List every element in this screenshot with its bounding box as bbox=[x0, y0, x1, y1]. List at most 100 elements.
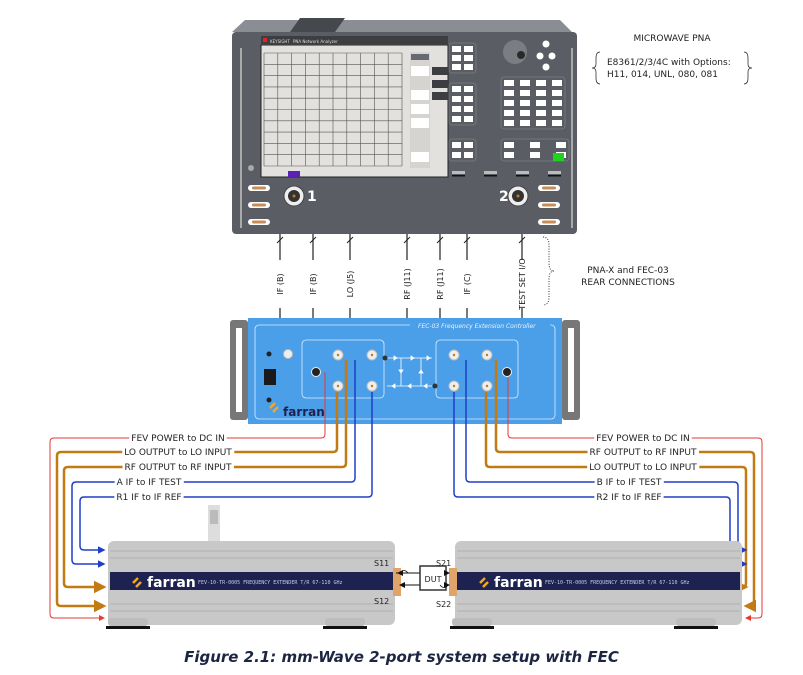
pna-key[interactable] bbox=[464, 46, 473, 52]
pna-key[interactable] bbox=[530, 142, 540, 148]
pna-key[interactable] bbox=[504, 110, 514, 116]
pna-key[interactable] bbox=[452, 46, 461, 52]
cable-left-2 bbox=[62, 360, 348, 594]
pna-key[interactable] bbox=[452, 106, 461, 112]
loop-link bbox=[252, 220, 266, 224]
pna-key[interactable] bbox=[520, 110, 530, 116]
rear-label-4: RF (J11) bbox=[436, 268, 445, 299]
loop-link bbox=[542, 203, 556, 207]
pna-key[interactable] bbox=[536, 120, 546, 126]
pna-key[interactable] bbox=[452, 86, 461, 92]
pna-keypad[interactable] bbox=[448, 42, 570, 177]
pna-key[interactable] bbox=[504, 80, 514, 86]
right-cable-label-4: R2 IF to IF REF bbox=[596, 493, 661, 503]
pna-key[interactable] bbox=[452, 152, 461, 158]
fec-controller: FEC-03 Frequency Extension Controller fa… bbox=[230, 318, 580, 424]
pna-key[interactable] bbox=[504, 152, 514, 158]
softkey-bar bbox=[484, 175, 497, 177]
pna-key[interactable] bbox=[536, 100, 546, 106]
softkey[interactable] bbox=[452, 171, 465, 174]
pna-key[interactable] bbox=[520, 100, 530, 106]
pna-key[interactable] bbox=[464, 86, 473, 92]
fec-connector-pin bbox=[452, 384, 456, 388]
pna-key[interactable] bbox=[520, 90, 530, 96]
keysight-logo-icon bbox=[263, 38, 267, 42]
s22-label: S22 bbox=[436, 600, 451, 609]
rear-label-bg bbox=[517, 260, 527, 308]
softkey[interactable] bbox=[548, 171, 561, 174]
pna-key[interactable] bbox=[464, 64, 473, 70]
fec-connector-pin bbox=[370, 353, 374, 357]
pna-key[interactable] bbox=[452, 116, 461, 122]
arrow-keys[interactable] bbox=[536, 40, 556, 71]
right-cable-label-1: RF OUTPUT to RF INPUT bbox=[590, 448, 697, 458]
dut-label: DUT bbox=[425, 575, 442, 584]
right-cable-label-0: FEV POWER to DC IN bbox=[596, 434, 689, 444]
pna-key[interactable] bbox=[504, 120, 514, 126]
fec-title: FEC-03 Frequency Extension Controller bbox=[418, 323, 536, 330]
left-cable-label-3: A IF to IF TEST bbox=[117, 478, 182, 488]
pna-key[interactable] bbox=[452, 55, 461, 61]
extender-right-model: FEV-10-TR-0005 FREQUENCY EXTENDER T/R 67… bbox=[545, 580, 690, 586]
extender-right-waveguide bbox=[449, 568, 457, 596]
figure-caption: Figure 2.1: mm-Wave 2-port system setup … bbox=[184, 648, 619, 666]
fec-connector-pin bbox=[336, 353, 340, 357]
pna-key[interactable] bbox=[552, 100, 562, 106]
softkey[interactable] bbox=[484, 171, 497, 174]
pna-key[interactable] bbox=[464, 116, 473, 122]
rear-line-tick bbox=[518, 236, 526, 244]
key-cluster bbox=[500, 76, 566, 130]
pna-key[interactable] bbox=[552, 110, 562, 116]
power-icon[interactable] bbox=[248, 165, 254, 171]
pna-title: MICROWAVE PNA bbox=[633, 34, 711, 44]
cables: FEV POWER to DC IN LO OUTPUT to LO INPUT R… bbox=[49, 360, 763, 621]
right-cable-label-3: B IF to IF TEST bbox=[597, 478, 662, 488]
rear-line-tick bbox=[436, 236, 444, 244]
pna-key[interactable] bbox=[452, 96, 461, 102]
pna-options-line2: H11, 014, UNL, 080, 081 bbox=[607, 70, 718, 80]
pna-key[interactable] bbox=[504, 90, 514, 96]
pna-key[interactable] bbox=[464, 142, 473, 148]
pna-key[interactable] bbox=[452, 64, 461, 70]
fec-power-switch[interactable] bbox=[264, 369, 276, 385]
left-cable-label-0: FEV POWER to DC IN bbox=[131, 434, 224, 444]
softkey[interactable] bbox=[516, 171, 529, 174]
pna-key[interactable] bbox=[536, 90, 546, 96]
pna-key[interactable] bbox=[556, 142, 566, 148]
pna-key[interactable] bbox=[552, 120, 562, 126]
pna-key[interactable] bbox=[504, 100, 514, 106]
key-cluster bbox=[448, 138, 477, 162]
rear-line-tick bbox=[276, 236, 284, 244]
left-cable-label-0-bg bbox=[129, 434, 227, 444]
pna-green-key[interactable] bbox=[553, 153, 564, 161]
s12-label: S12 bbox=[374, 597, 389, 606]
rear-label-5: IF (C) bbox=[463, 273, 472, 294]
pna-key[interactable] bbox=[552, 80, 562, 86]
extender-left-model: FEV-10-TR-0005 FREQUENCY EXTENDER T/R 67… bbox=[198, 580, 343, 586]
left-cable-label-1: LO OUTPUT to LO INPUT bbox=[124, 448, 232, 458]
pna-key[interactable] bbox=[504, 142, 514, 148]
pna-key[interactable] bbox=[552, 90, 562, 96]
rear-line-tick bbox=[346, 236, 354, 244]
rear-label-bg bbox=[345, 260, 355, 308]
rear-label-bg bbox=[462, 260, 472, 308]
left-cable-label-4-bg bbox=[114, 493, 184, 503]
rear-note-line2: REAR CONNECTIONS bbox=[581, 278, 675, 288]
loop-link bbox=[542, 220, 556, 224]
pna-key[interactable] bbox=[464, 96, 473, 102]
pna-key[interactable] bbox=[452, 142, 461, 148]
softkey-bar bbox=[452, 175, 465, 177]
pna-key[interactable] bbox=[530, 152, 540, 158]
pna-analyzer: KEYSIGHT PNA Network Analyzer 1 bbox=[232, 18, 577, 234]
pna-key[interactable] bbox=[464, 55, 473, 61]
pna-key[interactable] bbox=[464, 106, 473, 112]
pna-key[interactable] bbox=[464, 152, 473, 158]
rear-label-bg bbox=[308, 260, 318, 308]
pna-key[interactable] bbox=[536, 110, 546, 116]
pna-key[interactable] bbox=[536, 80, 546, 86]
pna-key[interactable] bbox=[520, 120, 530, 126]
key-cluster bbox=[448, 42, 477, 74]
loop-link bbox=[252, 186, 266, 190]
pna-key[interactable] bbox=[520, 80, 530, 86]
cable-left-3 bbox=[71, 360, 356, 568]
